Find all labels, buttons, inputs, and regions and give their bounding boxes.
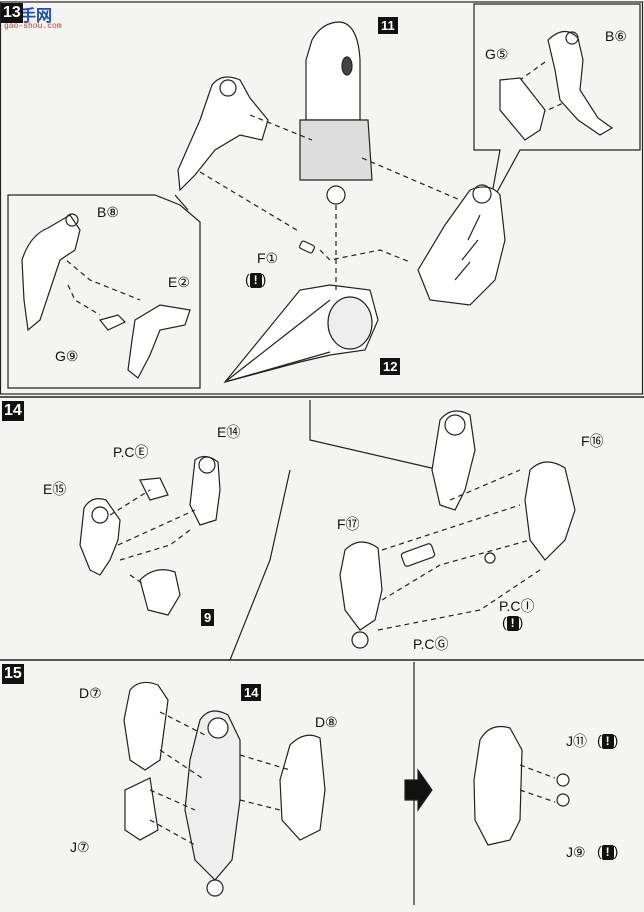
part-9 (139, 569, 181, 616)
part-g9 (98, 314, 127, 331)
warning-f1: (!) (245, 271, 267, 288)
label-f16: F⑯ (581, 433, 604, 449)
warning-j11: (!) (597, 732, 619, 749)
warning-pci: (!) (502, 614, 524, 631)
part-b8 (21, 214, 81, 332)
label-j11: J⑪ (566, 733, 587, 749)
step-15-number: 15 (2, 664, 24, 684)
part-d7 (123, 681, 169, 771)
part-pci (484, 552, 496, 564)
upper-arm-piece (177, 76, 269, 192)
warning-icon: ! (506, 615, 519, 631)
part-e14 (189, 455, 221, 526)
step-13-number: 13 (1, 3, 23, 23)
part-11-tag: 11 (378, 17, 398, 34)
warning-j9: (!) (597, 843, 619, 860)
label-e15: E⑮ (43, 481, 67, 497)
part-11-shell (305, 21, 361, 121)
warning-icon: ! (601, 844, 614, 860)
part-14-tag: 14 (241, 684, 262, 701)
label-pce: P.CⒺ (113, 444, 149, 460)
part-b6 (547, 30, 614, 136)
arrow-13d (199, 171, 301, 233)
label-g9: G⑨ (55, 348, 79, 364)
label-e14: E⑭ (217, 424, 241, 440)
part-12-tag: 12 (380, 358, 401, 375)
arrow-13b (361, 157, 461, 201)
label-f17: F⑰ (337, 516, 360, 532)
part-e2 (127, 304, 191, 379)
part-e15 (79, 498, 121, 576)
step-14-split-b (229, 469, 291, 661)
label-j9: J⑨ (566, 844, 586, 860)
label-g5: G⑤ (485, 46, 509, 62)
part-upper-14 (431, 410, 476, 511)
part-14-leg (184, 710, 241, 881)
step-14-split-a (309, 400, 441, 471)
part-j7 (124, 777, 159, 841)
label-e2: E② (168, 274, 190, 290)
part-9-tag: 9 (201, 609, 215, 626)
part-f16 (524, 461, 576, 561)
step-13-frame (0, 1, 644, 395)
subassembly-box-right (473, 3, 641, 206)
label-f1: F① (257, 250, 279, 266)
label-b6: B⑥ (605, 28, 627, 44)
label-j7: J⑦ (70, 839, 90, 855)
label-b8: B⑧ (97, 204, 119, 220)
watermark-url: gao-shou.com (4, 22, 62, 31)
subassembly-box-left (7, 194, 201, 389)
arrow-13a (249, 114, 313, 141)
label-d8: D⑧ (315, 714, 338, 730)
label-pci: P.CⒾ (499, 598, 535, 614)
part-d8 (279, 734, 326, 841)
part-assembled (473, 725, 523, 846)
part-pcg (400, 543, 436, 567)
step-14-number: 14 (2, 401, 24, 421)
warning-icon: ! (601, 733, 614, 749)
label-pcg: P.CⒼ (413, 636, 449, 652)
part-pce (139, 477, 169, 501)
part-f17 (339, 541, 383, 631)
part-g5 (499, 77, 546, 141)
label-d7: D⑦ (79, 685, 102, 701)
grip-part (417, 186, 506, 306)
next-arrow-icon (404, 768, 433, 812)
warning-icon: ! (249, 272, 262, 288)
